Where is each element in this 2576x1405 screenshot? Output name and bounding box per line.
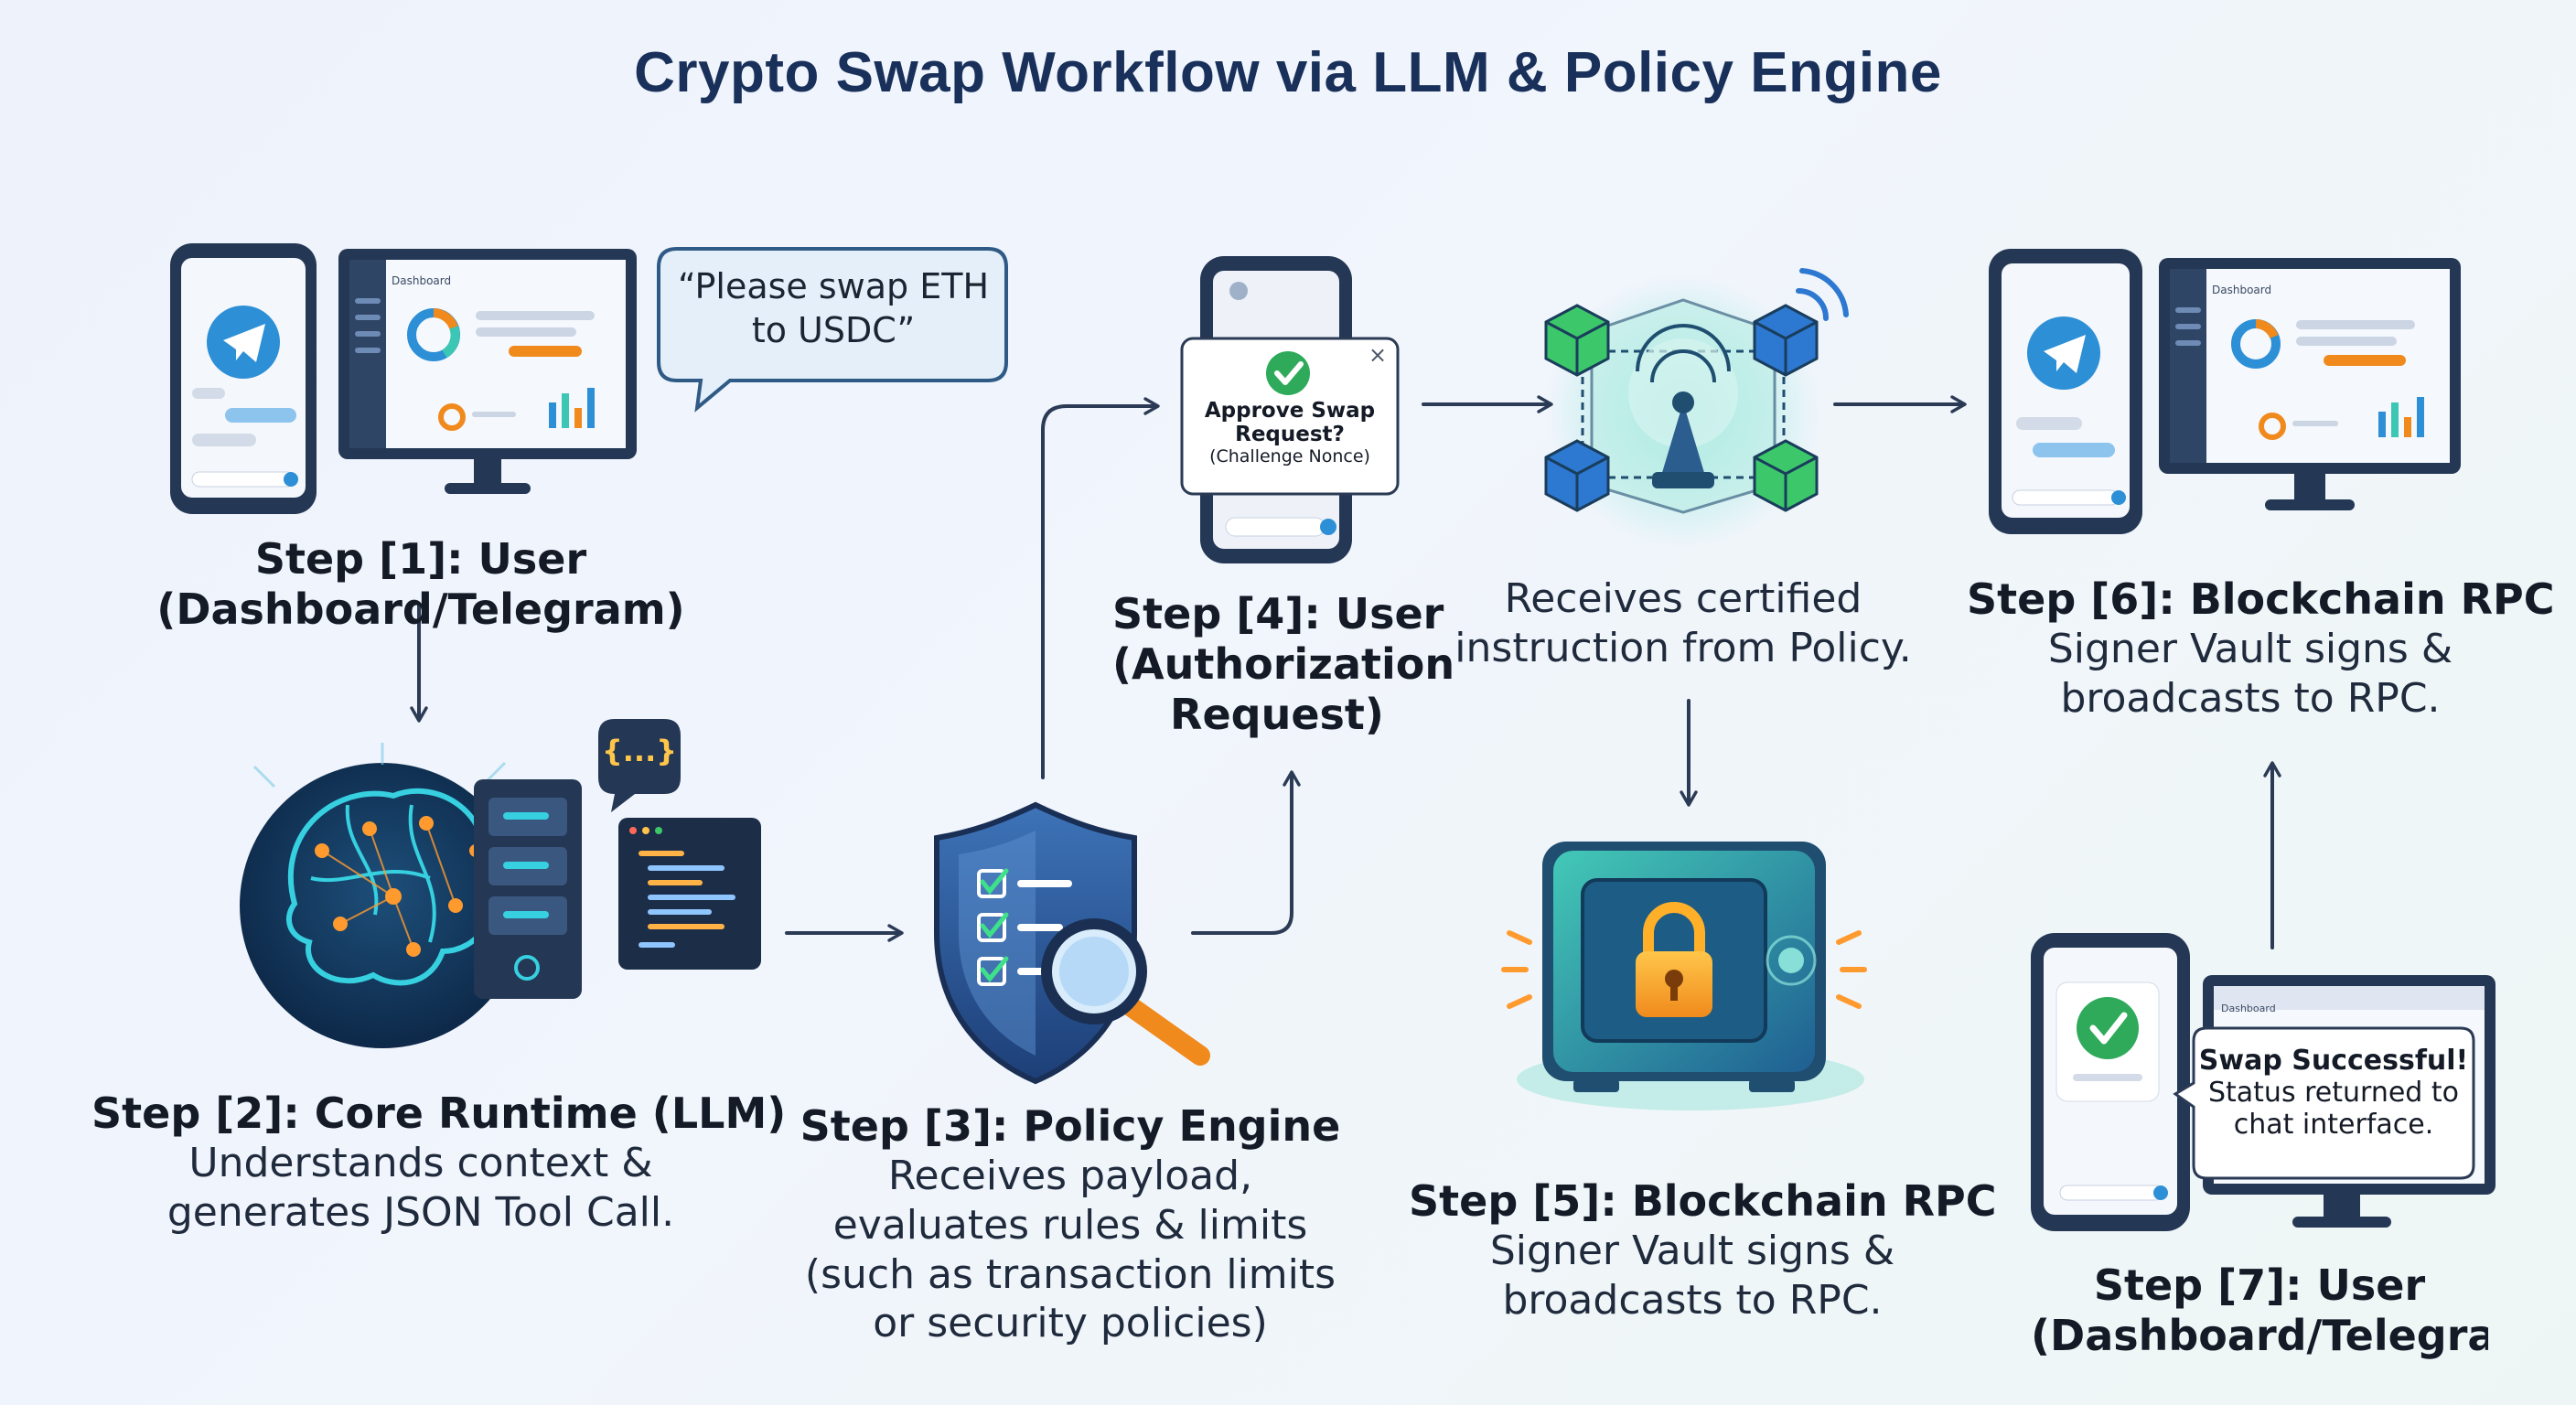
certified-instruction-label: Receives certified instruction from Poli… bbox=[1454, 575, 1912, 671]
step1-title: Step [1]: User (Dashboard/Telegram) bbox=[156, 534, 685, 635]
approve-popup-shape bbox=[1180, 337, 1400, 496]
page-title: Crypto Swap Workflow via LLM & Policy En… bbox=[634, 41, 1942, 104]
step4-label: Step [4]: User (Authorization Request) bbox=[1112, 589, 1455, 740]
success-popup-shape bbox=[2173, 1026, 2475, 1180]
approve-popup-close-icon[interactable]: × bbox=[1368, 342, 1388, 368]
magnifier-icon bbox=[1041, 918, 1210, 1066]
success-check-icon bbox=[2077, 997, 2139, 1059]
json-bubble-shape bbox=[598, 719, 681, 812]
approve-check-icon bbox=[1266, 351, 1310, 395]
step2-label: Step [2]: Core Runtime (LLM) Understands… bbox=[91, 1089, 787, 1236]
dashboard-label-step1: Dashboard bbox=[392, 274, 452, 287]
arrow-step3-to-step4-right bbox=[1191, 770, 1301, 935]
step7-label: Step [7]: User (Dashboard/Telegra bbox=[2031, 1260, 2488, 1361]
arrow-step3-to-step4-left bbox=[1041, 397, 1160, 779]
server-rack-icon bbox=[474, 779, 582, 999]
approve-popup-text: Approve Swap Request? (Challenge Nonce) bbox=[1204, 399, 1376, 467]
chat-bubble-text: “Please swap ETH to USDC” bbox=[677, 266, 990, 350]
dashboard-label-step6: Dashboard bbox=[2212, 284, 2272, 296]
step5-label: Step [5]: Blockchain RPC Signer Vault si… bbox=[1409, 1176, 1997, 1324]
phone-device-step1 bbox=[170, 243, 317, 514]
signer-vault-icon bbox=[1501, 842, 1867, 1110]
blockchain-network-illustration bbox=[1544, 268, 1849, 549]
monitor-device-step6 bbox=[2159, 258, 2461, 510]
monitor-device-step1 bbox=[338, 249, 637, 494]
step3-label: Step [3]: Policy Engine Receives payload… bbox=[800, 1101, 1341, 1347]
step6-label: Step [6]: Blockchain RPC Signer Vault si… bbox=[1967, 574, 2555, 722]
success-popup-text: Swap Successful! Status returned to chat… bbox=[2198, 1045, 2469, 1141]
phone-device-step6 bbox=[1989, 249, 2142, 534]
code-editor-icon bbox=[618, 818, 761, 970]
dashboard-label-step7: Dashboard bbox=[2221, 1003, 2276, 1014]
phone-device-step7 bbox=[2031, 933, 2190, 1231]
flow-arrows bbox=[410, 395, 2281, 949]
json-bubble-text: {...} bbox=[601, 734, 678, 768]
block-cube bbox=[1544, 304, 1610, 377]
chat-bubble-shape bbox=[657, 247, 1008, 413]
